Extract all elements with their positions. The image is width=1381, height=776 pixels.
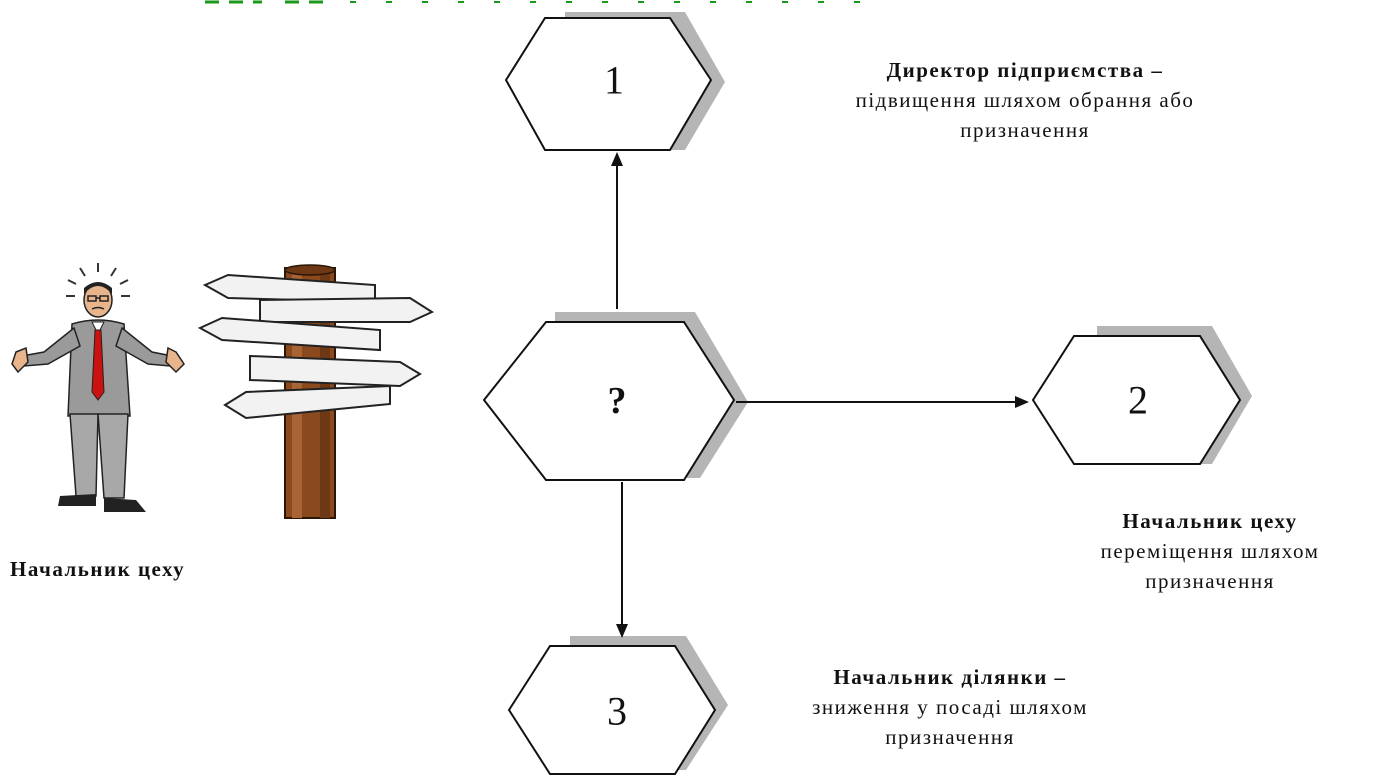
hexagon-center: ? — [482, 312, 748, 481]
current-role-caption: Начальник цеху — [10, 557, 186, 581]
hexagon-option-3: 3 — [507, 636, 728, 775]
caption-option-3-line2: призначення — [885, 725, 1015, 749]
caption-option-2-line2: призначення — [1145, 569, 1275, 593]
caption-option-1-line1: підвищення шляхом обрання або — [855, 88, 1195, 112]
caption-option-1-title: Директор підприємства – — [886, 58, 1164, 82]
hexagon-label-center: ? — [608, 380, 627, 422]
caption-option-2: Начальник цеху переміщення шляхом призна… — [1040, 506, 1380, 596]
caption-option-2-line1: переміщення шляхом — [1100, 539, 1320, 563]
hexagon-label-2: 2 — [1128, 378, 1148, 423]
crossroads-signpost-icon — [197, 264, 435, 519]
hexagon-label-1: 1 — [604, 58, 624, 103]
hexagon-option-2: 2 — [1031, 326, 1252, 465]
confused-man-icon — [11, 263, 185, 512]
caption-option-2-title: Начальник цеху — [1122, 509, 1298, 533]
hexagon-option-1: 1 — [504, 12, 725, 151]
caption-option-3-line1: зниження у посаді шляхом — [812, 695, 1088, 719]
caption-option-1: Директор підприємства – підвищення шляхо… — [770, 55, 1280, 145]
caption-option-1-line2: призначення — [960, 118, 1090, 142]
caption-option-3-title: Начальник ділянки – — [833, 665, 1067, 689]
hexagon-label-3: 3 — [607, 689, 627, 734]
caption-option-3: Начальник ділянки – зниження у посаді шл… — [740, 662, 1160, 752]
